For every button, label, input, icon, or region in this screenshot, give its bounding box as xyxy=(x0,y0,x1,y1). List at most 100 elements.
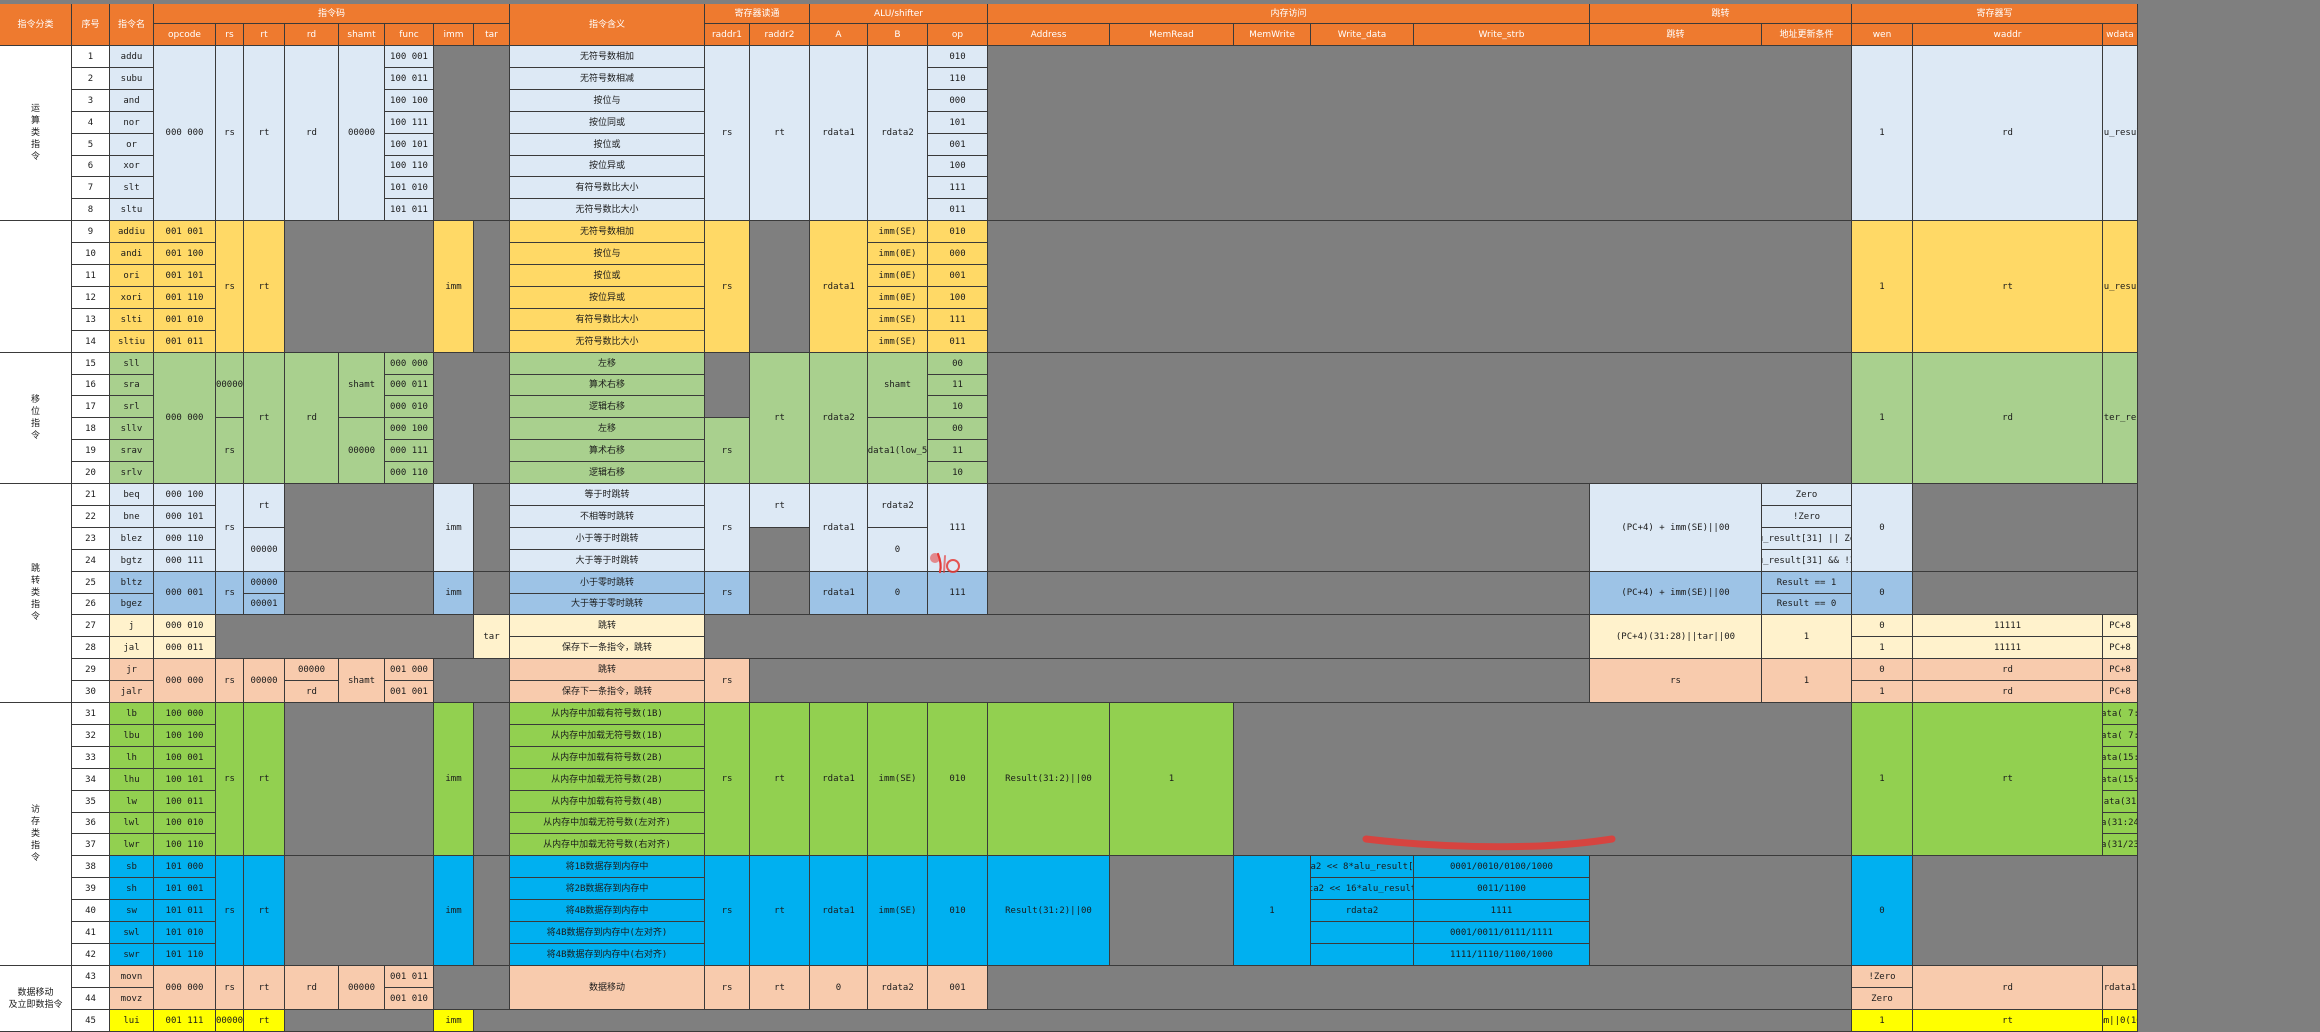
row-29-name: jr xyxy=(110,659,154,681)
header-wdata-text: wdata xyxy=(2106,29,2134,40)
row-45-index: 45 xyxy=(72,1010,110,1032)
row-4-index: 4 xyxy=(72,112,110,134)
row-35-meaning-text: 从内存中加载有符号数(4B) xyxy=(551,796,663,807)
header-jump-col-text: 跳转 xyxy=(1666,29,1685,40)
row-1-name-text: addu xyxy=(120,51,143,62)
jr-blank-mem xyxy=(750,659,1590,703)
row-10-op-text: 000 xyxy=(949,248,966,259)
row-12-B-text: imm(0E) xyxy=(878,292,917,303)
branch-A-text: rdata1 xyxy=(822,522,855,533)
row-5-index: 5 xyxy=(72,134,110,156)
row-30-rd-text: rd xyxy=(306,686,317,697)
row-22-update: !Zero xyxy=(1762,506,1852,528)
row-45-imm: imm xyxy=(434,1010,474,1032)
row-39-opcode-text: 101 001 xyxy=(165,883,204,894)
row-16-meaning: 算术右移 xyxy=(510,375,705,396)
row-39-write-data-text: rdata2 << 16*alu_result[1] xyxy=(1311,883,1413,894)
header-wen-text: wen xyxy=(1872,29,1892,40)
row-43-wen: !Zero xyxy=(1852,966,1913,988)
row-29-waddr: rd xyxy=(1913,659,2103,681)
row-29-index-text: 29 xyxy=(85,664,96,675)
row-16-name: sra xyxy=(110,375,154,396)
header-mem-text: 内存访问 xyxy=(1270,8,1307,19)
row-29-wen: 0 xyxy=(1852,659,1913,681)
header-category: 指令分类 xyxy=(0,4,72,46)
row-25-index: 25 xyxy=(72,572,110,594)
jump-target: (PC+4)(31:28)||tar||00 xyxy=(1590,615,1762,659)
row-16-op-text: 11 xyxy=(952,380,963,390)
store-rt: rt xyxy=(244,856,285,966)
row-26-name-text: bgez xyxy=(120,599,143,609)
row-42-opcode: 101 110 xyxy=(154,944,216,966)
row-17-func: 000 010 xyxy=(385,396,434,418)
row-7-name: slt xyxy=(110,177,154,199)
store-raddr2-text: rt xyxy=(774,905,785,916)
load-raddr2-text: rt xyxy=(774,774,785,784)
row-9-name: addiu xyxy=(110,221,154,243)
row-4-name: nor xyxy=(110,112,154,134)
category-move-text: 数据移动 及立即数指令 xyxy=(8,987,63,1010)
row-44-wen: Zero xyxy=(1852,988,1913,1010)
row-27-waddr-text: 11111 xyxy=(1993,620,2022,631)
header-index: 序号 xyxy=(72,4,110,46)
row-29-rd: 00000 xyxy=(285,659,339,681)
load-A: rdata1 xyxy=(810,703,868,856)
row-45-name: lui xyxy=(110,1010,154,1032)
row-37-meaning-text: 从内存中加载无符号数(右对齐) xyxy=(543,839,671,850)
row-26-meaning: 大于等于零时跳转 xyxy=(510,594,705,615)
row-16-index-text: 16 xyxy=(85,380,96,390)
row-13-index-text: 13 xyxy=(85,314,96,325)
header-opcode: opcode xyxy=(154,24,216,46)
row-7-name-text: slt xyxy=(123,182,140,193)
row-28-name-text: jal xyxy=(123,642,140,653)
row-15-name: sll xyxy=(110,353,154,375)
row-25-meaning: 小于零时跳转 xyxy=(510,572,705,594)
row-2-name-text: subu xyxy=(120,73,143,84)
load-blank-tar xyxy=(474,703,510,856)
regimm-target: (PC+4) + imm(SE)||00 xyxy=(1590,572,1762,615)
row-36-index-text: 36 xyxy=(85,818,96,828)
jump-update: 1 xyxy=(1762,615,1852,659)
row-13-op: 111 xyxy=(928,309,988,331)
row-9-index-text: 9 xyxy=(87,226,94,237)
store-raddr1: rs xyxy=(705,856,750,966)
shift-shamt-zero: 00000 xyxy=(339,418,385,484)
jr-update-text: 1 xyxy=(1803,675,1810,686)
row-24-meaning-text: 大于等于时跳转 xyxy=(575,555,639,566)
row-23-index-text: 23 xyxy=(85,533,96,544)
row-41-opcode: 101 010 xyxy=(154,922,216,944)
row-17-op: 10 xyxy=(928,396,988,418)
row-11-op: 001 xyxy=(928,265,988,287)
move-rt-text: rt xyxy=(258,982,270,993)
store-blank-write xyxy=(1913,856,2138,966)
row-1-func-text: 100 001 xyxy=(390,51,428,62)
row-16-func-text: 000 011 xyxy=(390,380,428,390)
jr-rs-text: rs xyxy=(224,675,235,686)
header-raddr2: raddr2 xyxy=(750,24,810,46)
header-mem: 内存访问 xyxy=(988,4,1590,24)
row-39-name-text: sh xyxy=(126,883,137,894)
row-27-wdata-text: PC+8 xyxy=(2109,620,2131,631)
header-raddr1-text: raddr1 xyxy=(711,29,743,40)
row-11-opcode-text: 001 101 xyxy=(165,270,204,281)
store-B: imm(SE) xyxy=(868,856,928,966)
row-17-index-text: 17 xyxy=(85,401,96,412)
row-1-op-text: 010 xyxy=(949,51,966,62)
header-B-text: B xyxy=(894,29,901,40)
row-28-index: 28 xyxy=(72,637,110,659)
row-14-name: sltiu xyxy=(110,331,154,353)
load-address-text: Result(31:2)||00 xyxy=(1005,774,1092,784)
row-2-index-text: 2 xyxy=(87,73,94,84)
row-45-wen-text: 1 xyxy=(1879,1015,1885,1026)
row-30-meaning-text: 保存下一条指令，跳转 xyxy=(561,686,652,697)
row-28-name: jal xyxy=(110,637,154,659)
header-addr-update: 地址更新条件 xyxy=(1762,24,1852,46)
header-rt-text: rt xyxy=(260,29,268,40)
row-37-index: 37 xyxy=(72,834,110,856)
row-42-write-data xyxy=(1311,944,1414,966)
row-32-name-text: lbu xyxy=(123,730,140,741)
shift-opcode: 000 000 xyxy=(154,353,216,484)
imm-blank-tar xyxy=(474,221,510,353)
row-30-wen: 1 xyxy=(1852,681,1913,703)
row-39-index: 39 xyxy=(72,878,110,900)
